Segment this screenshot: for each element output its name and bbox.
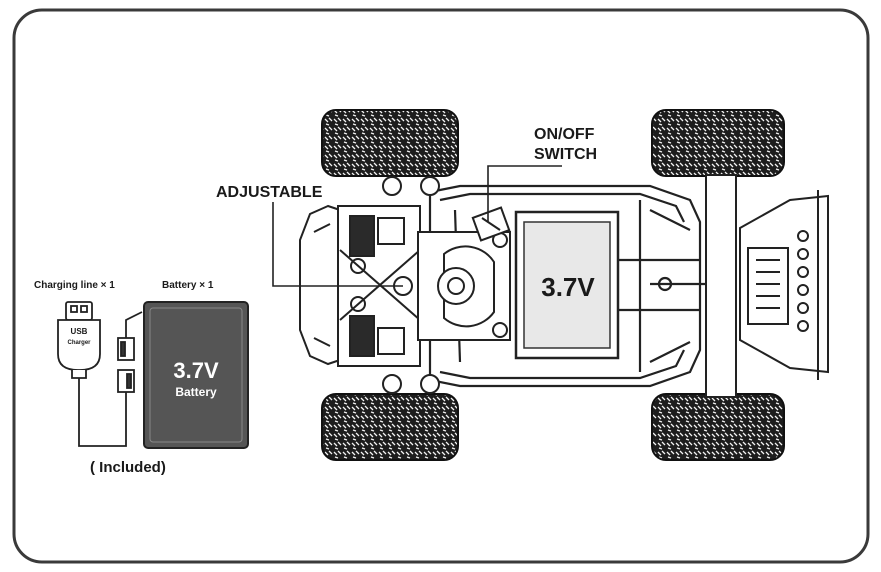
chassis-battery: 3.7V — [514, 210, 620, 360]
cable-connector — [117, 337, 135, 393]
on-off-label-line2: SWITCH — [534, 146, 597, 163]
usb-charger: USB Charger — [57, 301, 101, 379]
adjustable-label: ADJUSTABLE — [216, 184, 323, 201]
steering-assembly — [417, 231, 511, 341]
front-bumper — [299, 204, 341, 366]
included-note: ( Included) — [90, 459, 166, 476]
charging-line-label: Charging line × 1 — [34, 280, 115, 291]
rear-axle — [705, 174, 737, 398]
battery-count-label: Battery × 1 — [162, 280, 214, 291]
tire-front-right — [651, 109, 785, 177]
battery-word: Battery — [175, 385, 217, 399]
usb-text-usb: USB — [71, 327, 88, 336]
chassis-battery-label: 3.7V — [541, 272, 595, 302]
tire-rear-left — [321, 393, 459, 461]
battery-cable — [125, 311, 143, 338]
tire-rear-right — [651, 393, 785, 461]
tire-front-left — [321, 109, 459, 177]
on-off-label-line1: ON/OFF — [534, 126, 595, 143]
switch-part — [471, 206, 511, 242]
accessories: Charging line × 1 Battery × 1 USB Charge… — [34, 280, 249, 476]
car-top-view: 3.7V ON/OFF SWITCH ADJUSTABLE — [216, 109, 829, 461]
rear-bumper — [739, 190, 829, 380]
battery-pack: 3.7V Battery — [143, 301, 249, 449]
charging-cable — [78, 378, 127, 447]
usb-text-charger: Charger — [67, 340, 91, 346]
adjustable-leader — [272, 202, 403, 287]
callout-lines — [272, 165, 562, 287]
on-off-leader — [487, 165, 562, 222]
battery-voltage: 3.7V — [173, 358, 219, 383]
